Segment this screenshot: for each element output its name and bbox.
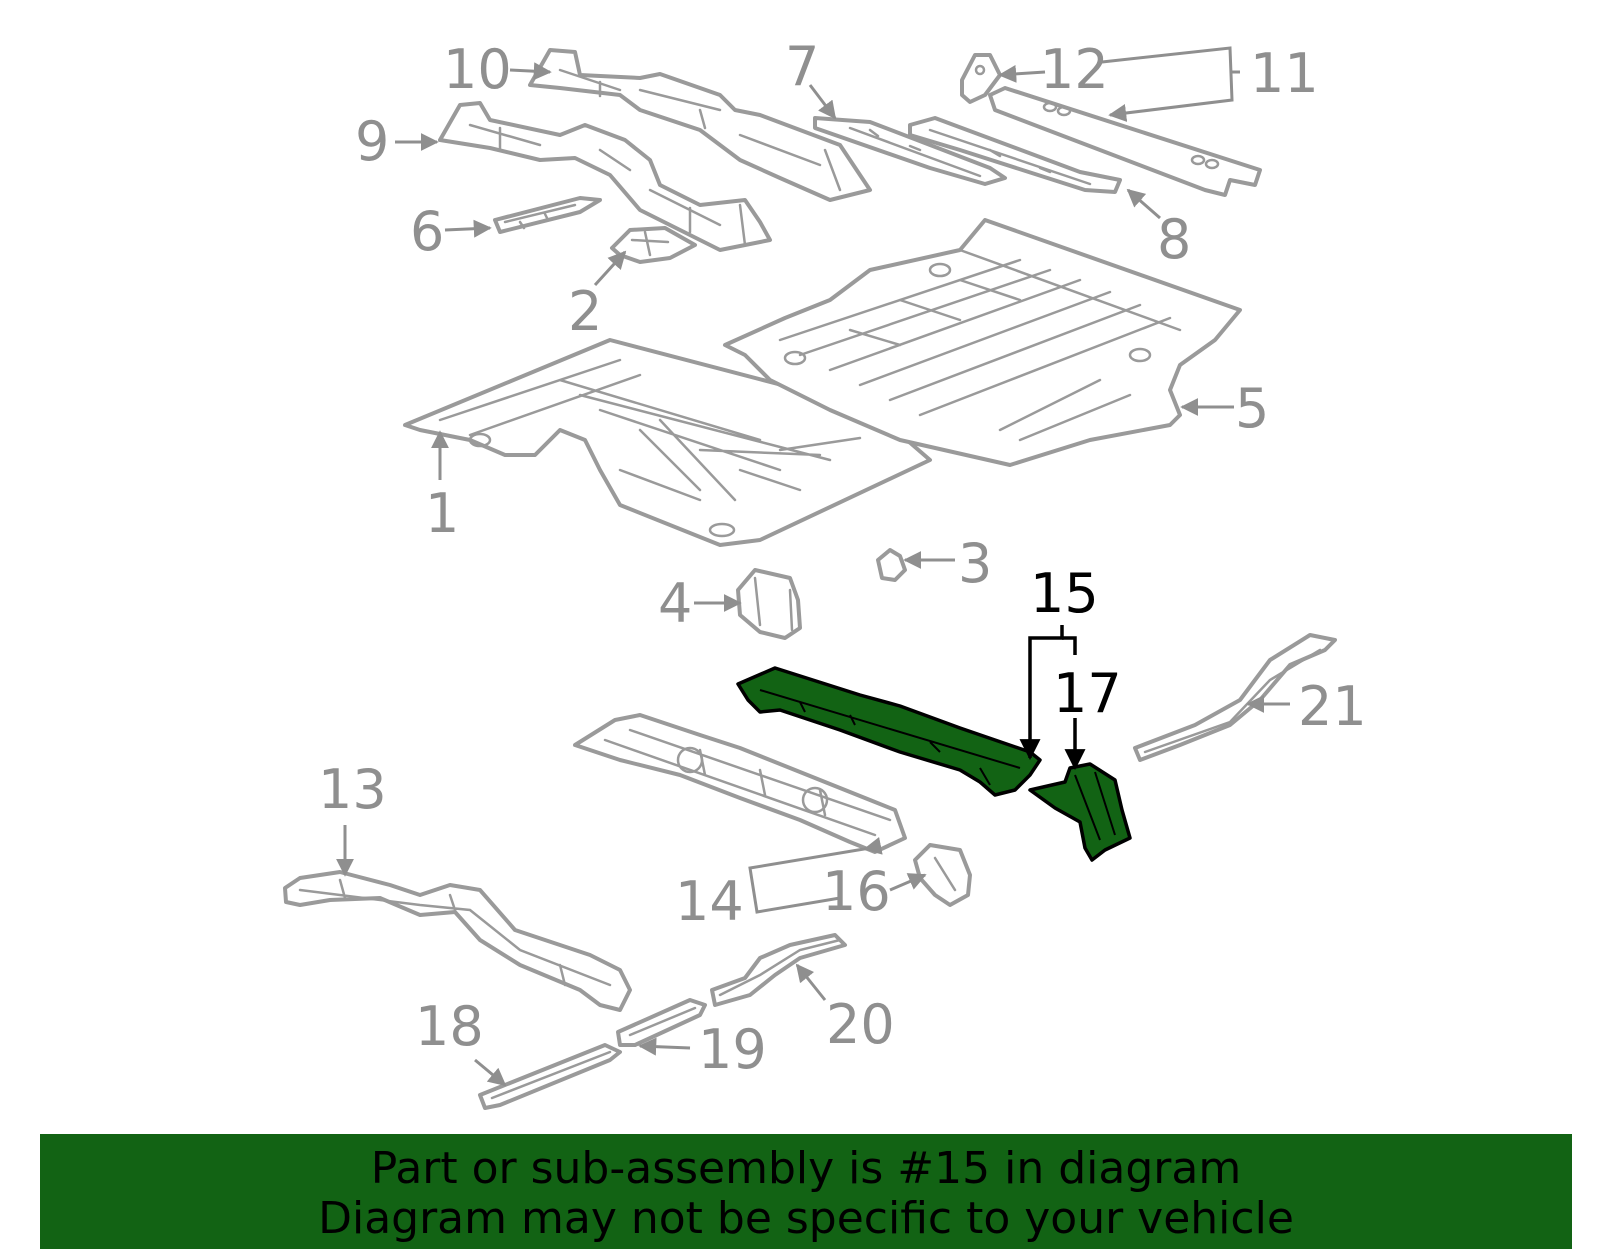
leader-lines-highlighted	[1019, 625, 1086, 771]
part-19-rail	[616, 998, 707, 1047]
callout-8: 8	[1157, 208, 1191, 271]
part-18-rail	[478, 1043, 622, 1110]
callout-labels: 10 9 6 2 7 8 12 11 5 1 3 4 15 17 21 13 1…	[318, 35, 1367, 1081]
leader-lines	[336, 46, 1290, 1087]
callout-1: 1	[425, 482, 459, 545]
banner-line-part: Part or sub-assembly is #15 in diagram	[370, 1143, 1242, 1194]
part-4-bracket	[736, 568, 802, 640]
callout-21: 21	[1298, 675, 1367, 738]
callout-6: 6	[410, 200, 444, 263]
callout-11: 11	[1250, 42, 1319, 105]
part-15-crossmember-highlighted	[736, 666, 1042, 797]
callout-3: 3	[958, 532, 992, 595]
callout-7: 7	[785, 35, 819, 98]
callout-10: 10	[443, 38, 512, 101]
callout-12: 12	[1040, 38, 1109, 101]
callout-13: 13	[318, 758, 387, 821]
part-17-bracket-highlighted	[1028, 762, 1132, 862]
part-14-crossmember	[573, 713, 907, 854]
part-10-crossmember	[528, 48, 872, 202]
part-9-crossmember	[438, 101, 772, 252]
callout-9: 9	[355, 110, 389, 173]
part-5-rear-floor-pan	[723, 218, 1242, 467]
part-7-bracket	[813, 116, 1007, 186]
part-12-bracket	[960, 53, 1002, 104]
part-6-reinforcement	[493, 196, 602, 234]
banner-line-disclaimer: Diagram may not be specific to your vehi…	[318, 1193, 1294, 1244]
part-3-clip	[876, 548, 907, 582]
part-13-rail	[283, 870, 632, 1012]
callout-18: 18	[415, 995, 484, 1058]
callout-17: 17	[1053, 662, 1122, 725]
part-20-rail	[710, 933, 847, 1007]
info-banner: Part or sub-assembly is #15 in diagram D…	[40, 1134, 1572, 1249]
callout-2: 2	[568, 280, 602, 343]
part-11-bar	[988, 86, 1262, 197]
part-8-bracket	[908, 116, 1122, 194]
callout-14: 14	[675, 870, 744, 933]
callout-20: 20	[826, 993, 895, 1056]
callout-4: 4	[658, 572, 692, 635]
callout-16: 16	[822, 860, 891, 923]
part-2-bracket	[610, 226, 697, 264]
callout-15: 15	[1030, 562, 1099, 625]
callout-5: 5	[1235, 377, 1269, 440]
callout-19: 19	[698, 1018, 767, 1081]
